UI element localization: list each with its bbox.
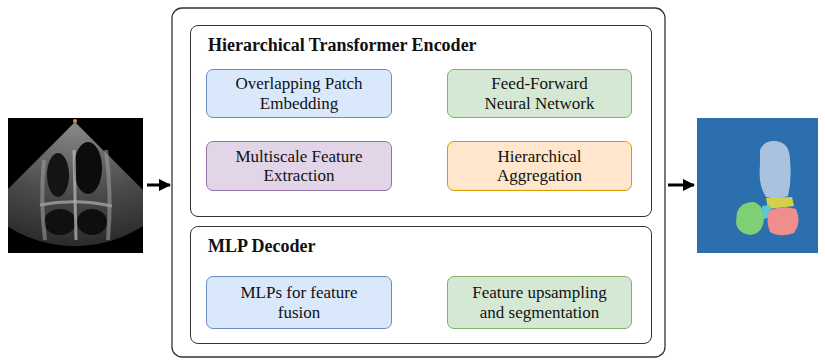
echo-image: [0, 118, 163, 253]
outer-frame: [172, 8, 665, 357]
output-arrow: [668, 184, 694, 187]
decoder-panel: MLP DecoderMLPs for feature fusion Featur…: [190, 226, 652, 344]
box-label: Hierarchical Aggregation: [460, 147, 620, 185]
box-label: Multiscale Feature Extraction: [219, 147, 379, 185]
process-box: Hierarchical Aggregation: [447, 141, 632, 191]
process-box: MLPs for feature fusion: [206, 276, 392, 329]
process-box: Feature upsampling and segmentation: [447, 276, 632, 329]
box-label: Feed-Forward Neural Network: [472, 74, 607, 112]
process-box: Overlapping Patch Embedding: [206, 69, 392, 118]
panel-heading: Hierarchical Transformer Encoder: [208, 35, 477, 56]
input-arrow: [147, 184, 170, 187]
process-box: Feed-Forward Neural Network: [447, 69, 632, 118]
box-label: Feature upsampling and segmentation: [465, 283, 615, 321]
process-box: Multiscale Feature Extraction: [206, 141, 392, 191]
encoder-panel: Hierarchical Transformer EncoderOverlapp…: [190, 25, 652, 217]
box-label: Overlapping Patch Embedding: [224, 74, 374, 112]
panel-heading: MLP Decoder: [208, 236, 315, 257]
box-label: MLPs for feature fusion: [224, 283, 374, 321]
segmentation-mask: [697, 118, 818, 253]
